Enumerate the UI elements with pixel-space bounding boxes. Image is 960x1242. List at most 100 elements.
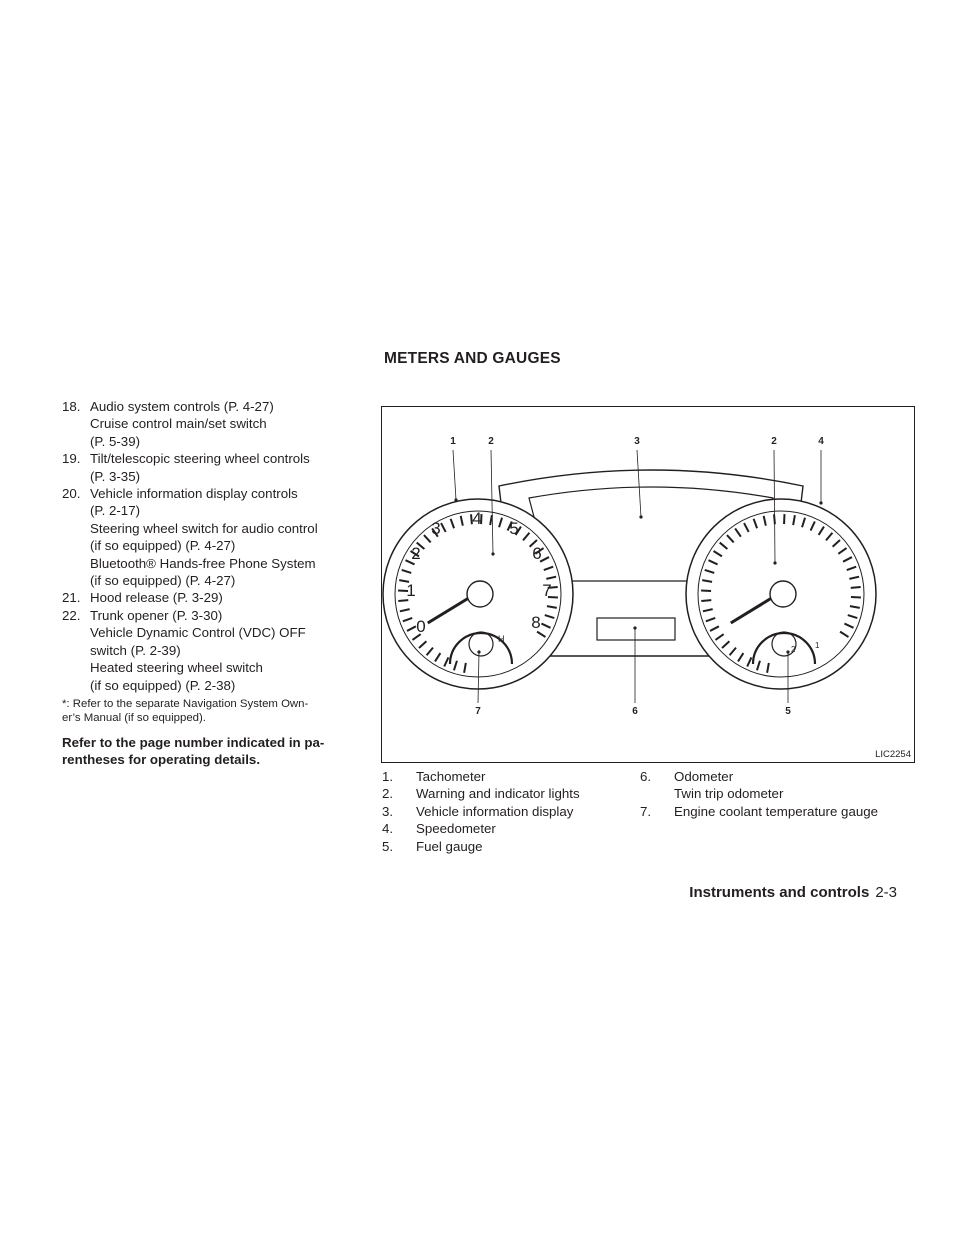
speedometer-tick: [755, 660, 761, 671]
page-number: 2-3: [875, 884, 897, 901]
speedometer-tick: [704, 568, 715, 574]
item-text: (P. 3-35): [90, 468, 141, 484]
callout-number: 5: [785, 706, 791, 717]
speedometer-tick: [844, 622, 854, 629]
tachometer-numeral: 2: [411, 544, 420, 563]
speedometer-tick: [743, 522, 750, 533]
tachometer-tick: [406, 625, 417, 632]
callout-leader: [490, 449, 494, 555]
callout-number: 7: [475, 706, 481, 717]
tachometer-tick: [522, 532, 531, 542]
speedometer-tick: [726, 534, 735, 544]
tachometer-tick: [470, 514, 473, 525]
speedometer-tick: [839, 630, 850, 638]
tachometer-hub: [466, 580, 494, 608]
callout-dot: [773, 561, 777, 565]
speedometer-tick: [837, 547, 848, 555]
item-number: 5.: [382, 838, 394, 854]
item-text: Heated steering wheel switch: [90, 660, 263, 676]
tachometer-tick: [399, 579, 410, 583]
tachometer-tick: [449, 518, 455, 529]
sub-gauge-arc: [448, 631, 514, 665]
list-item: 4.Speedometer: [382, 820, 580, 837]
speedometer-tick: [766, 662, 770, 673]
callout-number: 6: [632, 706, 638, 717]
item-text: Warning and indicator lights: [416, 786, 580, 802]
tachometer-tick: [452, 660, 458, 671]
item-text: Vehicle Dynamic Control (VDC) OFF: [90, 625, 306, 641]
tachometer-tick: [423, 534, 432, 544]
callout-number: 1: [450, 436, 456, 447]
item-text: Tilt/telescopic steering wheel controls: [90, 451, 310, 467]
callout-leader: [636, 449, 642, 518]
speedometer-hub: [769, 580, 797, 608]
tachometer-tick: [544, 614, 555, 620]
item-text: Odometer: [674, 769, 734, 784]
item-number: 7.: [640, 803, 652, 819]
speedometer-tick: [701, 599, 712, 602]
speedometer-tick: [809, 521, 816, 531]
tachometer-tick: [409, 550, 420, 558]
item-text: (if so equipped) (P. 4-27): [90, 538, 236, 554]
tachometer-tick: [506, 521, 513, 531]
callout-dot: [786, 650, 790, 654]
speedometer-tick: [762, 515, 767, 526]
tachometer-tick: [528, 539, 538, 548]
tachometer-numeral: 8: [531, 613, 540, 632]
list-item: 18.Audio system controls (P. 4-27)Cruise…: [62, 398, 332, 450]
tachometer-ring: [394, 510, 562, 678]
fuel-label: 2: [791, 645, 796, 654]
tachometer-numeral: 7: [542, 581, 551, 600]
callout-number: 2: [488, 436, 494, 447]
footnote: *: Refer to the separate Navigation Syst…: [62, 697, 332, 726]
list-item: 22.Trunk opener (P. 3-30)Vehicle Dynamic…: [62, 607, 332, 694]
tachometer-numeral: 6: [532, 544, 541, 563]
speedometer-ring: [697, 510, 865, 678]
item-text: (if so equipped) (P. 4-27): [90, 573, 236, 589]
tachometer-tick: [440, 522, 447, 533]
item-text: Hood release (P. 3-29): [90, 590, 223, 606]
tachometer-tick: [398, 599, 409, 602]
list-item: 1.Tachometer: [382, 768, 580, 785]
list-item: 7. Engine coolant temperature gauge: [640, 803, 878, 820]
item-number: 6.: [640, 769, 652, 784]
speedometer-tick: [849, 605, 860, 609]
tachometer-tick: [463, 662, 467, 673]
item-text: Twin trip odometer: [674, 786, 784, 802]
sub-gauge-hub: [468, 631, 494, 657]
footnote-line: *: Refer to the separate Navigation Syst…: [62, 697, 309, 710]
tachometer-tick: [443, 657, 450, 667]
temperature-label: H: [498, 634, 505, 644]
speedometer-tick: [709, 625, 720, 632]
speedometer-tick: [712, 550, 723, 558]
tachometer-tick: [434, 652, 442, 663]
callout-number: 4: [818, 436, 824, 447]
tachometer-numeral: 5: [509, 519, 518, 538]
item-number: 19.: [62, 451, 81, 467]
reference-note: Refer to the page number indicated in pa…: [62, 734, 332, 769]
list-item: 5.Fuel gauge: [382, 838, 580, 855]
note-line: rentheses for operating details.: [62, 752, 261, 768]
callout-number: 3: [634, 436, 640, 447]
speedometer-tick: [792, 515, 796, 526]
tachometer-tick: [541, 622, 551, 629]
info-display-screen: [528, 486, 774, 582]
item-text: Engine coolant temperature gauge: [674, 803, 879, 819]
speedometer-tick: [708, 559, 718, 566]
callout-dot: [819, 501, 823, 505]
list-item: 20.Vehicle information display controls(…: [62, 485, 332, 589]
list-item: 2.Warning and indicator lights: [382, 785, 580, 802]
tachometer-tick: [399, 608, 410, 613]
tachometer-tick: [547, 586, 558, 589]
speedometer-tick: [746, 657, 753, 667]
tachometer-tick: [498, 517, 504, 528]
tachometer-numeral: 4: [472, 509, 481, 528]
item-text: Steering wheel switch for audio control: [90, 520, 318, 536]
speedometer-tick: [825, 532, 834, 542]
speedometer-tick: [850, 586, 861, 589]
speedometer-tick: [846, 565, 857, 571]
speedometer-tick: [801, 517, 807, 528]
